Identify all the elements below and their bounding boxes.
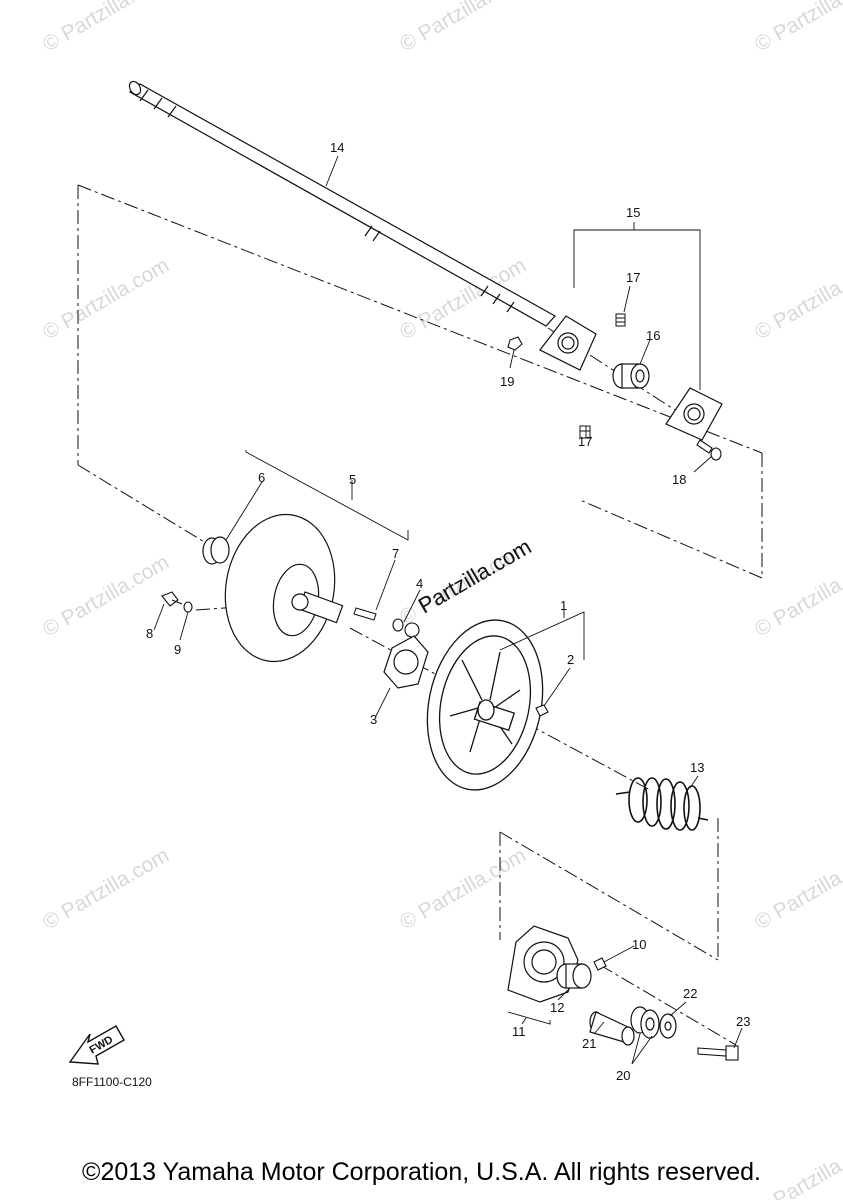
callout-17b: 17 [578, 434, 592, 449]
callout-5: 5 [349, 472, 356, 487]
part-10-nut [593, 957, 607, 971]
callout-11: 11 [512, 1024, 526, 1039]
part-4-collar [392, 618, 420, 638]
part-13-spring [615, 777, 709, 831]
callout-10: 10 [632, 937, 646, 952]
watermark: © Partzilla.com [396, 844, 530, 935]
callout-17a: 17 [626, 270, 640, 285]
brand-watermark: Partzilla.com [414, 534, 536, 619]
part-12-bushing [556, 963, 592, 989]
part-5-fixed-sheave [224, 513, 344, 663]
callout-3: 3 [370, 712, 377, 727]
watermark: © Partzilla.com [396, 0, 530, 56]
part-17-set-screw [579, 425, 591, 439]
watermark: © Partzilla.com [39, 844, 173, 935]
callout-8: 8 [146, 626, 153, 641]
diagram-code: 8FF1100-C120 [72, 1075, 152, 1089]
callout-1: 1 [560, 598, 567, 613]
callout-19: 19 [500, 374, 514, 389]
part-18-bolt [696, 439, 722, 461]
callout-14: 14 [330, 140, 344, 155]
callout-6: 6 [258, 470, 265, 485]
leader-lines [153, 155, 743, 1065]
watermark: © Partzilla.com [39, 0, 173, 56]
part-16-bearing [612, 363, 650, 389]
part-9-washer [183, 601, 193, 613]
callout-12: 12 [550, 1000, 564, 1015]
fwd-arrow-icon: FWD [68, 1025, 125, 1065]
part-8-bolt [161, 591, 183, 607]
part-17-set-screw [615, 313, 626, 327]
part-1-movable-sheave [426, 619, 544, 791]
callout-7: 7 [392, 546, 399, 561]
callout-20: 20 [616, 1068, 630, 1083]
callout-22: 22 [683, 986, 697, 1001]
callout-2: 2 [567, 652, 574, 667]
part-6-bushing [202, 536, 230, 565]
watermark: © Partzilla.com [751, 254, 843, 345]
part-22-washer [659, 1013, 677, 1039]
part-21-collar [589, 1011, 635, 1046]
part-23-bolt [697, 1045, 739, 1061]
part-20-roller [630, 1006, 660, 1039]
part-19-nut [507, 336, 523, 351]
callout-18: 18 [672, 472, 686, 487]
callout-labels: 1 2 3 4 5 6 7 8 9 10 11 12 13 14 15 16 1… [146, 140, 750, 1083]
part-2-bolt [535, 704, 549, 717]
callout-21: 21 [582, 1036, 596, 1051]
watermark: © Partzilla.com [751, 844, 843, 935]
watermark: © Partzilla.com [751, 0, 843, 56]
part-15-bearing-flange-lower [665, 387, 723, 441]
callout-9: 9 [174, 642, 181, 657]
part-7-stud [353, 607, 377, 621]
callout-13: 13 [690, 760, 704, 775]
callout-23: 23 [736, 1014, 750, 1029]
callout-15: 15 [626, 205, 640, 220]
copyright-notice: ©2013 Yamaha Motor Corporation, U.S.A. A… [82, 1158, 761, 1186]
callout-16: 16 [646, 328, 660, 343]
watermark: © Partzilla.com [39, 254, 173, 345]
part-14-shaft [128, 80, 556, 327]
part-15-bearing-flange-upper [539, 315, 597, 371]
part-3-plate [383, 635, 429, 689]
watermark: © Partzilla.com [751, 551, 843, 642]
callout-4: 4 [416, 576, 423, 591]
